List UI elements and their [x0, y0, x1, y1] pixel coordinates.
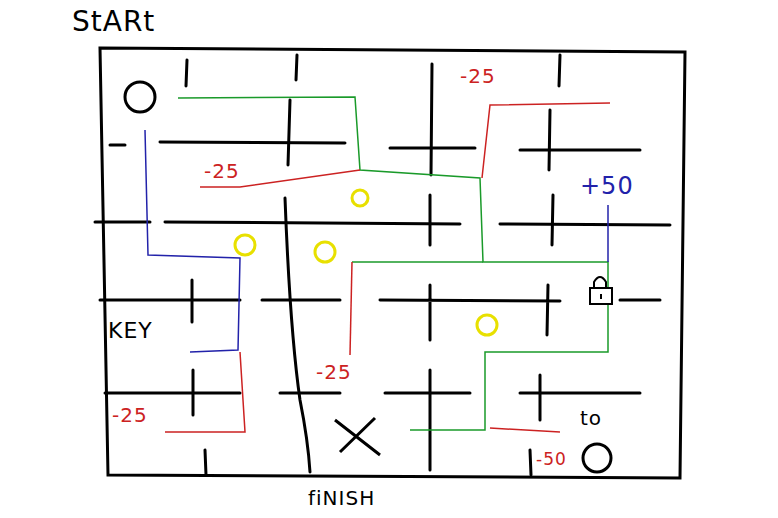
key-label: KEY: [108, 320, 153, 342]
lock-icon: [590, 277, 612, 304]
coins: [235, 190, 497, 335]
to-label: to: [580, 408, 602, 428]
bonus-label: +50: [580, 174, 634, 198]
red-path: [482, 103, 610, 178]
maze-walls: [95, 48, 685, 478]
finish-x: [335, 418, 380, 455]
penalty-label: -50: [536, 451, 567, 468]
start-label: StARt: [72, 8, 155, 36]
penalty-label: -25: [204, 161, 240, 181]
end-circle: [583, 444, 611, 472]
start-circle: [125, 82, 155, 112]
blue-path: [607, 205, 609, 262]
penalty-label: -25: [460, 66, 496, 86]
penalty-label: -25: [112, 405, 148, 425]
maze-border: [100, 48, 685, 478]
paths: [145, 97, 610, 432]
finish-label: fiNISH: [308, 488, 375, 508]
penalty-label: -25: [316, 362, 352, 382]
